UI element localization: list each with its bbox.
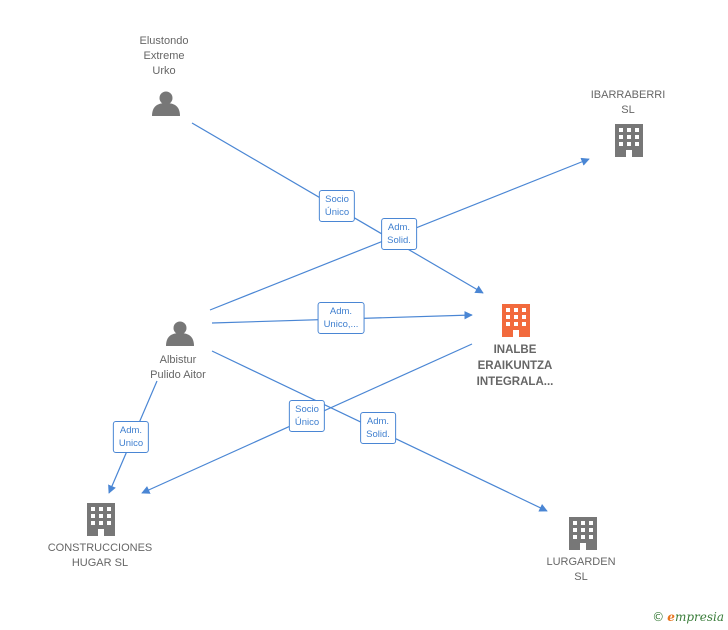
edge-label-adm-unico[interactable]: Adm. Unico xyxy=(112,421,150,453)
node-label-lurgarden[interactable]: LURGARDEN SL xyxy=(546,556,616,583)
edge-label-adm-unico[interactable]: Adm. Unico,... xyxy=(317,302,365,334)
node-label-construcciones[interactable]: CONSTRUCCIONES HUGAR SL xyxy=(47,542,153,569)
edge-label-socio-unico[interactable]: Socio Único xyxy=(288,400,326,432)
building-icon xyxy=(615,124,643,157)
person-icon xyxy=(166,321,194,346)
building-icon xyxy=(87,503,115,536)
edge-label-socio-unico[interactable]: Socio Único xyxy=(318,190,356,222)
edge-label-adm-solid[interactable]: Adm. Solid. xyxy=(360,412,396,444)
node-label-ibarraberri[interactable]: IBARRABERRI SL xyxy=(590,89,666,116)
brand-initial: e xyxy=(667,610,675,624)
person-icon xyxy=(152,91,180,116)
building-icon xyxy=(569,517,597,550)
copyright-icon: © xyxy=(652,610,665,624)
edge-label-adm-solid[interactable]: Adm. Solid. xyxy=(381,218,417,250)
node-label-albistur[interactable]: Albistur Pulido Aitor xyxy=(150,354,206,381)
brand-name: mpresia xyxy=(674,610,724,624)
node-label-inalbe[interactable]: INALBE ERAIKUNTZA INTEGRALA... xyxy=(476,344,554,388)
building-icon xyxy=(502,304,530,337)
footer-brand: ©empresia xyxy=(652,610,724,624)
node-label-elustondo[interactable]: Elustondo Extreme Urko xyxy=(139,35,189,77)
